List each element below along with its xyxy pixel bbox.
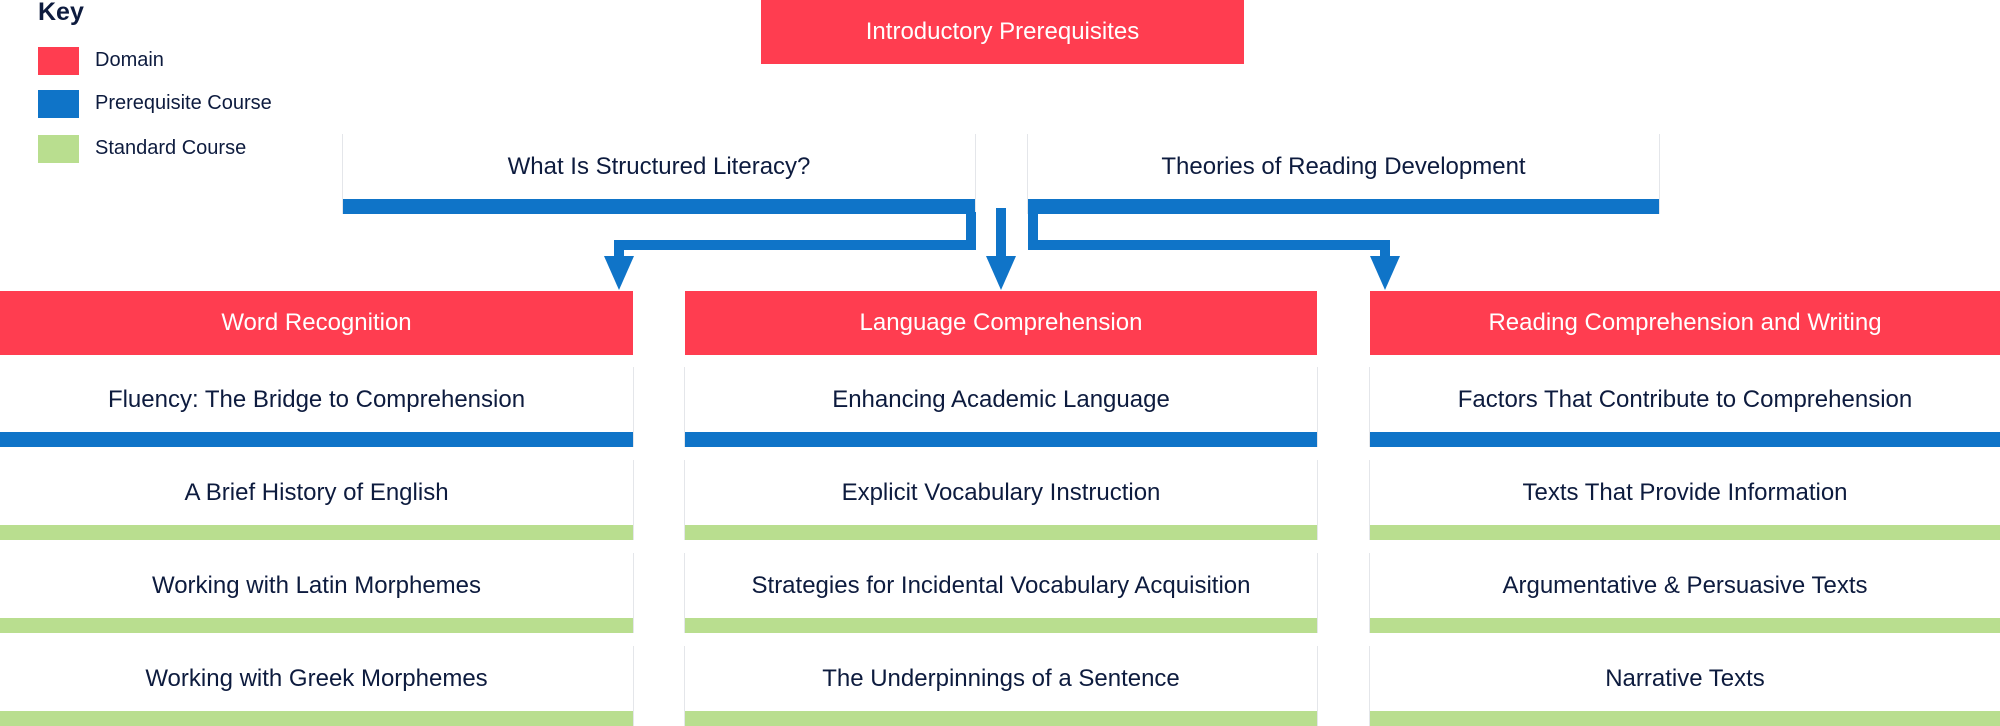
standard-bar [0,711,633,726]
key-label-domain: Domain [95,49,164,71]
course-card[interactable]: Strategies for Incidental Vocabulary Acq… [685,553,1317,633]
standard-bar [1370,525,2000,540]
standard-bar [1370,711,2000,726]
course-card[interactable]: The Underpinnings of a Sentence [685,646,1317,726]
course-card[interactable]: Working with Latin Morphemes [0,553,633,633]
domain-header: Reading Comprehension and Writing [1370,291,2000,355]
standard-bar [1370,618,2000,633]
standard-bar [685,618,1317,633]
domain-header: Language Comprehension [685,291,1317,355]
arrow-to-language-comprehension [986,208,1016,290]
standard-swatch [38,135,79,163]
course-card[interactable]: Texts That Provide Information [1370,460,2000,540]
course-label: Factors That Contribute to Comprehension [1457,385,1913,413]
prerequisite-bar [343,199,975,214]
standard-bar [685,711,1317,726]
course-label: A Brief History of English [184,478,449,506]
arrow-to-reading-comprehension [1028,212,1400,290]
course-card[interactable]: Narrative Texts [1370,646,2000,726]
course-card[interactable]: Factors That Contribute to Comprehension [1370,367,2000,447]
course-label: Texts That Provide Information [1522,478,1848,506]
course-label: Theories of Reading Development [1161,152,1526,180]
course-label: Working with Latin Morphemes [151,571,482,599]
key-label-prerequisite: Prerequisite Course [95,92,272,114]
key-title: Key [38,0,84,26]
course-label: Narrative Texts [1605,664,1765,692]
course-label: Explicit Vocabulary Instruction [841,478,1161,506]
standard-bar [685,525,1317,540]
prerequisite-bar [1370,432,2000,447]
domain-swatch [38,47,79,75]
course-label: Strategies for Incidental Vocabulary Acq… [751,571,1251,599]
prerequisite-bar [685,432,1317,447]
prerequisite-bar [1028,199,1659,214]
prerequisite-swatch [38,90,79,118]
domain-header: Word Recognition [0,291,633,355]
course-label: Argumentative & Persuasive Texts [1502,571,1868,599]
course-label: Enhancing Academic Language [832,385,1170,413]
prerequisite-bar [0,432,633,447]
course-label: Fluency: The Bridge to Comprehension [107,385,526,413]
course-card[interactable]: A Brief History of English [0,460,633,540]
course-card[interactable]: Fluency: The Bridge to Comprehension [0,367,633,447]
course-card[interactable]: Explicit Vocabulary Instruction [685,460,1317,540]
standard-bar [0,525,633,540]
intro-course-structured-literacy[interactable]: What Is Structured Literacy? [343,134,975,214]
course-card[interactable]: Enhancing Academic Language [685,367,1317,447]
course-label: Working with Greek Morphemes [145,664,488,692]
arrow-to-word-recognition [604,212,976,290]
course-card[interactable]: Argumentative & Persuasive Texts [1370,553,2000,633]
key-label-standard: Standard Course [95,137,247,159]
intro-course-theories-reading[interactable]: Theories of Reading Development [1028,134,1659,214]
course-label: The Underpinnings of a Sentence [822,664,1180,692]
course-label: What Is Structured Literacy? [507,152,811,180]
course-card[interactable]: Working with Greek Morphemes [0,646,633,726]
intro-domain-header: Introductory Prerequisites [761,0,1244,64]
standard-bar [0,618,633,633]
